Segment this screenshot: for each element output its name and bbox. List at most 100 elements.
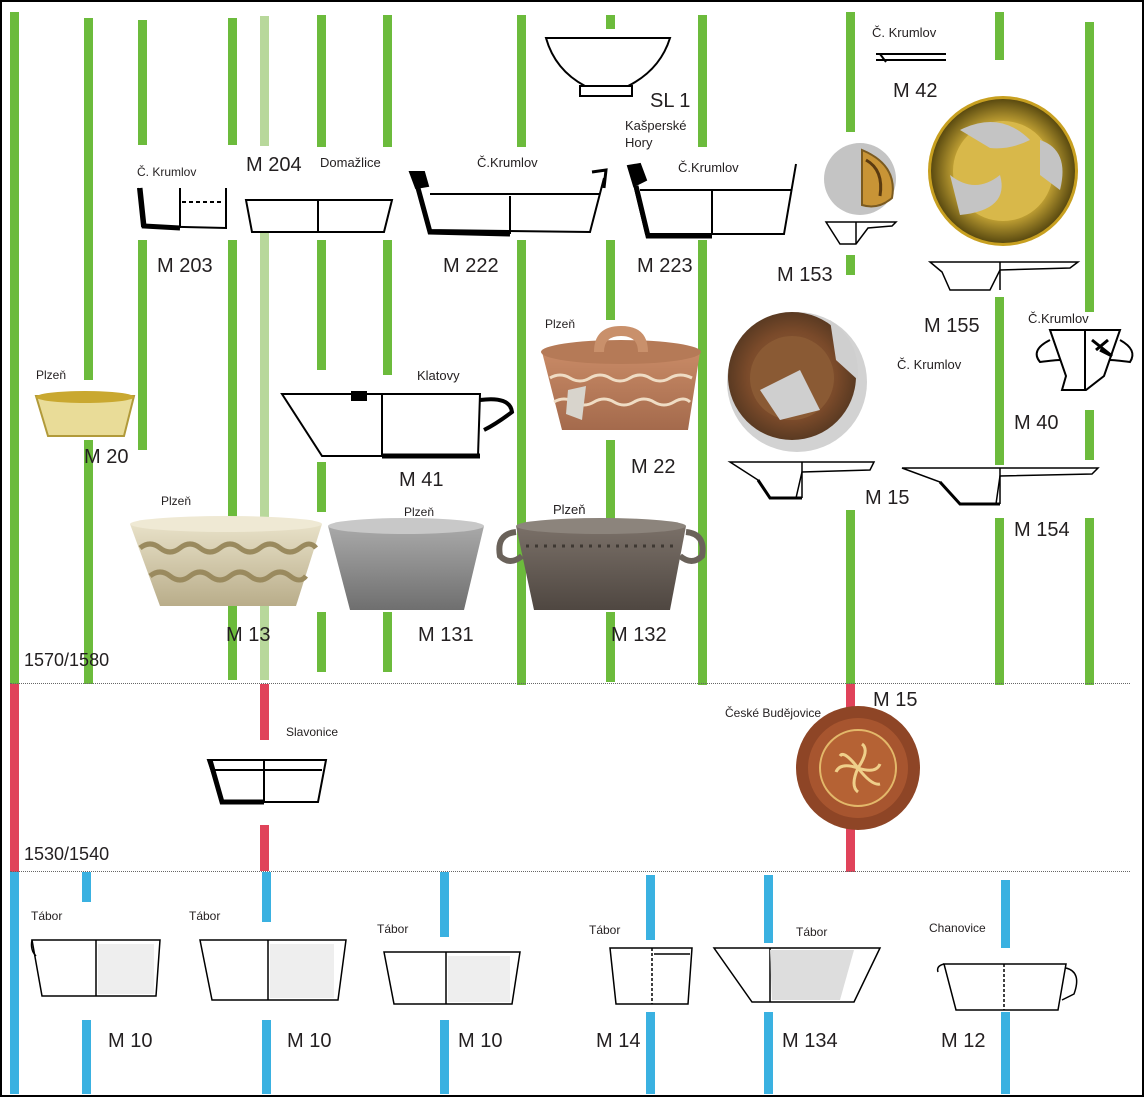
- label-m132: M 132: [611, 624, 667, 646]
- timeline-bar: [383, 15, 392, 147]
- vessel-m132-photo: [496, 518, 706, 610]
- timeline-bar: [995, 297, 1004, 465]
- vessel-m13-photo: [130, 516, 322, 606]
- timeline-bar: [84, 440, 93, 684]
- timeline-bar: [606, 240, 615, 320]
- label-m10-c: M 10: [458, 1030, 503, 1052]
- timeline-bar: [317, 15, 326, 147]
- timeline-bar: [383, 612, 392, 672]
- timeline-bar: [440, 1020, 449, 1094]
- label-tabor-1: Tábor: [31, 909, 63, 923]
- label-krumlov-m15: Č. Krumlov: [897, 357, 962, 372]
- label-m13: M 13: [226, 624, 271, 646]
- timeline-bar: [1001, 1012, 1010, 1094]
- timeline-bar: [10, 12, 19, 684]
- timeline-bar: [646, 1012, 655, 1094]
- vessel-m155-photo: [928, 96, 1078, 246]
- timeline-bar: [10, 872, 19, 1094]
- timeline-bar: [10, 684, 19, 872]
- timeline-bar: [764, 1012, 773, 1094]
- vessel-m131-photo: [328, 518, 484, 610]
- timeline-bar: [846, 684, 855, 714]
- label-m204: M 204: [246, 154, 302, 176]
- label-krumlov-m203: Č. Krumlov: [137, 165, 197, 179]
- timeline-bar: [1085, 518, 1094, 685]
- timeline-bar: [317, 462, 326, 512]
- vessel-m40: [1035, 329, 1134, 391]
- timeline-bar: [517, 15, 526, 147]
- timeline-bar: [606, 440, 615, 535]
- vessel-m153: [824, 221, 898, 245]
- period-divider-1530: [10, 871, 1130, 872]
- label-plzen-m131: Plzeň: [404, 505, 435, 519]
- vessel-m15-budejovice-photo: [796, 706, 920, 830]
- vessel-m223: [626, 162, 797, 239]
- label-krumlov-m222: Č.Krumlov: [477, 155, 538, 170]
- vessel-m42: [876, 53, 946, 63]
- vessel-slavonice: [206, 759, 328, 805]
- label-m10-b: M 10: [287, 1030, 332, 1052]
- timeline-bar: [646, 875, 655, 940]
- timeline-bar: [698, 240, 707, 685]
- vessel-m15: [727, 461, 876, 500]
- timeline-bar: [228, 240, 237, 680]
- label-m15-mid: M 15: [873, 689, 918, 711]
- label-slavonice: Slavonice: [286, 725, 339, 739]
- vessel-m134: [712, 947, 882, 1003]
- vessel-m204: [244, 199, 394, 233]
- label-plzen-m132: Plzeň: [553, 502, 586, 517]
- label-hory: Hory: [625, 135, 653, 150]
- timeline-bar: [698, 15, 707, 147]
- timeline-bar: [262, 1020, 271, 1094]
- timeline-bar: [517, 240, 526, 685]
- label-m153: M 153: [777, 264, 833, 286]
- label-m40: M 40: [1014, 412, 1059, 434]
- label-m10-a: M 10: [108, 1030, 153, 1052]
- vessel-m22-photo: [541, 326, 701, 430]
- timeline-bar: [440, 872, 449, 937]
- label-m15-top: M 15: [865, 487, 910, 509]
- vessel-m10-a: [30, 939, 161, 997]
- timeline-bar: [1085, 410, 1094, 460]
- timeline-bar: [228, 18, 237, 145]
- timeline-bar: [82, 1020, 91, 1094]
- timeline-bar: [383, 240, 392, 375]
- period-label-1570: 1570/1580: [24, 650, 110, 670]
- label-m14: M 14: [596, 1030, 641, 1052]
- timeline-bar: [260, 825, 269, 871]
- timeline-bar: [846, 822, 855, 872]
- vessel-m41: [280, 391, 515, 459]
- label-m42: M 42: [893, 80, 938, 102]
- label-tabor-4: Tábor: [589, 923, 621, 937]
- label-m20: M 20: [84, 446, 129, 468]
- label-plzen-m20: Plzeň: [36, 368, 67, 382]
- timeline-bar: [846, 12, 855, 132]
- timeline-bar: [606, 612, 615, 682]
- vessel-m12: [936, 963, 1078, 1011]
- label-ceske-budejovice: České Budějovice: [725, 706, 822, 720]
- vessel-m15-photo: [727, 312, 867, 452]
- label-klatovy: Klatovy: [417, 368, 460, 383]
- label-plzen-m13: Plzeň: [161, 494, 192, 508]
- timeline-bar: [1001, 880, 1010, 948]
- label-m22: M 22: [631, 456, 676, 478]
- timeline-bar: [260, 222, 269, 680]
- label-m154: M 154: [1014, 519, 1070, 541]
- timeline-bar: [764, 875, 773, 943]
- timeline-bar: [138, 20, 147, 145]
- label-m222: M 222: [443, 255, 499, 277]
- timeline-bar: [260, 684, 269, 740]
- timeline-bar: [138, 240, 147, 450]
- label-tabor-3: Tábor: [377, 922, 409, 936]
- vessel-m20-photo: [34, 391, 136, 437]
- vessel-m222: [408, 168, 608, 237]
- timeline-bar: [995, 518, 1004, 685]
- label-plzen-m22: Plzeň: [545, 317, 576, 331]
- timeline-bar: [317, 612, 326, 672]
- timeline-bar: [846, 510, 855, 685]
- timeline-bar: [995, 12, 1004, 60]
- label-m131: M 131: [418, 624, 474, 646]
- label-krumlov-m42: Č. Krumlov: [872, 25, 937, 40]
- vessel-m10-c: [383, 951, 521, 1005]
